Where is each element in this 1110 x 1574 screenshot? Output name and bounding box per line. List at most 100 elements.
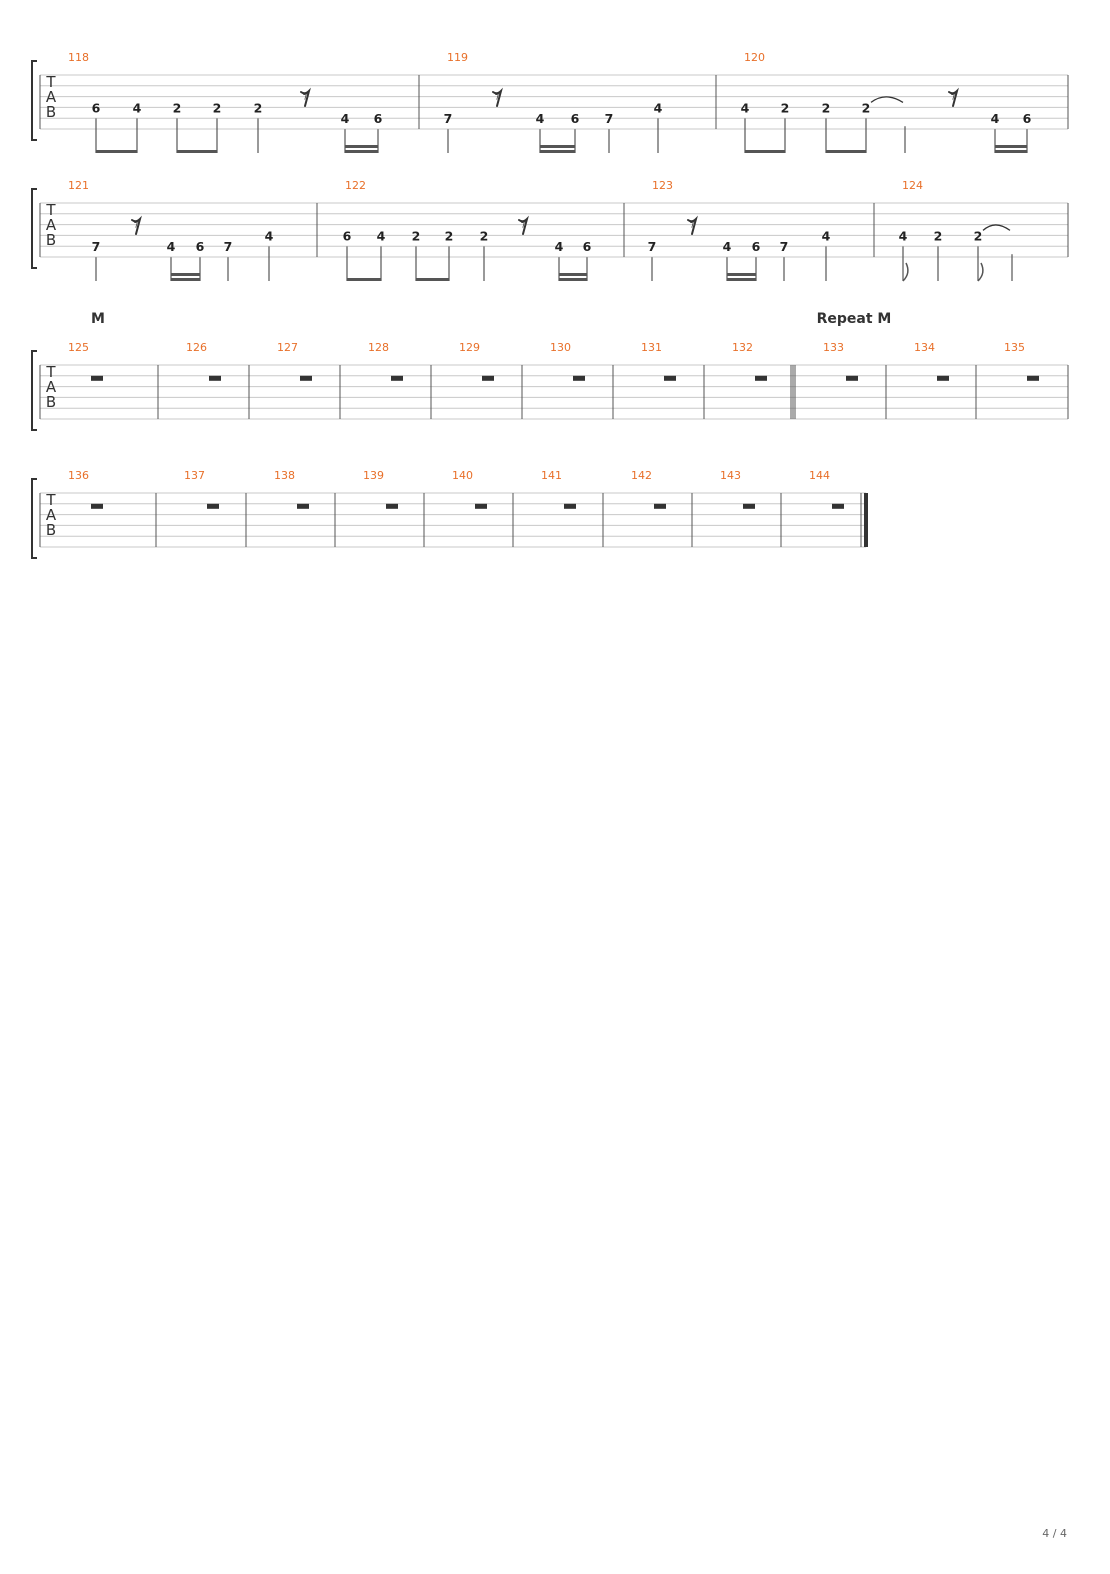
beam bbox=[559, 278, 587, 281]
whole-rest bbox=[91, 503, 103, 509]
beam bbox=[96, 150, 137, 153]
fret-number: 2 bbox=[974, 228, 983, 243]
measure-number: 124 bbox=[902, 179, 923, 192]
measure-number: 123 bbox=[652, 179, 673, 192]
fret-number: 4 bbox=[723, 239, 732, 254]
eighth-rest-shape bbox=[687, 215, 698, 235]
whole-rest bbox=[564, 503, 576, 509]
measure-number: 128 bbox=[368, 341, 389, 354]
beam bbox=[171, 278, 200, 281]
measure-number: 121 bbox=[68, 179, 89, 192]
whole-rest bbox=[755, 375, 767, 381]
beam-secondary bbox=[995, 145, 1027, 148]
measure-number: 118 bbox=[68, 51, 89, 64]
eighth-rest: 𝄾 bbox=[133, 212, 138, 236]
system-bracket bbox=[31, 478, 37, 559]
fret-number: 7 bbox=[92, 239, 101, 254]
measure-number: 131 bbox=[641, 341, 662, 354]
whole-rest bbox=[300, 375, 312, 381]
tab-clef-letter: A bbox=[46, 506, 57, 524]
beam bbox=[345, 150, 378, 153]
fret-number: 4 bbox=[991, 111, 1000, 126]
eighth-rest-shape bbox=[948, 87, 959, 107]
whole-rest bbox=[937, 375, 949, 381]
beam bbox=[416, 278, 449, 281]
measure-number: 138 bbox=[274, 469, 295, 482]
whole-rest bbox=[743, 503, 755, 509]
fret-number: 2 bbox=[254, 100, 263, 115]
note-flag bbox=[902, 262, 909, 282]
tab-clef-letter: B bbox=[46, 521, 56, 539]
fret-number: 7 bbox=[444, 111, 453, 126]
fret-number: 2 bbox=[173, 100, 182, 115]
measure-number: 129 bbox=[459, 341, 480, 354]
fret-number: 2 bbox=[213, 100, 222, 115]
section-marker: M bbox=[91, 311, 105, 327]
fret-number: 6 bbox=[343, 228, 352, 243]
beam-secondary bbox=[559, 273, 587, 276]
fret-number: 6 bbox=[374, 111, 383, 126]
whole-rest bbox=[91, 375, 103, 381]
tab-clef-letter: B bbox=[46, 231, 56, 249]
whole-rest bbox=[475, 503, 487, 509]
whole-rest bbox=[654, 503, 666, 509]
whole-rest bbox=[386, 503, 398, 509]
tab-clef-letter: B bbox=[46, 393, 56, 411]
beam bbox=[826, 150, 866, 153]
eighth-rest-shape bbox=[492, 87, 503, 107]
tab-clef-letter: T bbox=[45, 491, 56, 509]
tab-clef-letter: B bbox=[46, 103, 56, 121]
fret-number: 6 bbox=[1023, 111, 1032, 126]
whole-rest bbox=[391, 375, 403, 381]
whole-rest bbox=[664, 375, 676, 381]
whole-rest bbox=[482, 375, 494, 381]
fret-number: 7 bbox=[224, 239, 233, 254]
measure-number: 125 bbox=[68, 341, 89, 354]
fret-number: 4 bbox=[341, 111, 350, 126]
eighth-rest: 𝄾 bbox=[950, 84, 955, 108]
beam bbox=[540, 150, 575, 153]
whole-rest bbox=[1027, 375, 1039, 381]
eighth-rest-shape bbox=[518, 215, 529, 235]
eighth-rest: 𝄾 bbox=[302, 84, 307, 108]
eighth-rest: 𝄾 bbox=[689, 212, 694, 236]
final-barline-thick bbox=[864, 493, 868, 547]
section-marker: Repeat M bbox=[817, 311, 892, 327]
measure-number: 127 bbox=[277, 341, 298, 354]
beam bbox=[995, 150, 1027, 153]
eighth-rest-shape bbox=[300, 87, 311, 107]
fret-number: 7 bbox=[780, 239, 789, 254]
fret-number: 4 bbox=[555, 239, 564, 254]
measure-number: 136 bbox=[68, 469, 89, 482]
fret-number: 4 bbox=[536, 111, 545, 126]
system-bracket bbox=[31, 350, 37, 431]
fret-number: 2 bbox=[412, 228, 421, 243]
whole-rest bbox=[832, 503, 844, 509]
measure-number: 119 bbox=[447, 51, 468, 64]
measure-number: 130 bbox=[550, 341, 571, 354]
page-indicator: 4 / 4 bbox=[1042, 1527, 1067, 1540]
fret-number: 4 bbox=[377, 228, 386, 243]
measure-number: 132 bbox=[732, 341, 753, 354]
measure-number: 143 bbox=[720, 469, 741, 482]
measure-number: 126 bbox=[186, 341, 207, 354]
tab-clef-letter: T bbox=[45, 363, 56, 381]
whole-rest bbox=[209, 375, 221, 381]
tab-clef-letter: T bbox=[45, 73, 56, 91]
fret-number: 2 bbox=[445, 228, 454, 243]
beam-secondary bbox=[171, 273, 200, 276]
measure-number: 139 bbox=[363, 469, 384, 482]
system-bracket bbox=[31, 60, 37, 141]
eighth-rest: 𝄾 bbox=[494, 84, 499, 108]
tab-clef-letter: A bbox=[46, 378, 57, 396]
beam bbox=[347, 278, 381, 281]
beam-secondary bbox=[727, 273, 756, 276]
measure-number: 134 bbox=[914, 341, 935, 354]
system-bracket bbox=[31, 188, 37, 269]
beam bbox=[727, 278, 756, 281]
fret-number: 7 bbox=[605, 111, 614, 126]
fret-number: 4 bbox=[822, 228, 831, 243]
tab-clef-letter: T bbox=[45, 201, 56, 219]
